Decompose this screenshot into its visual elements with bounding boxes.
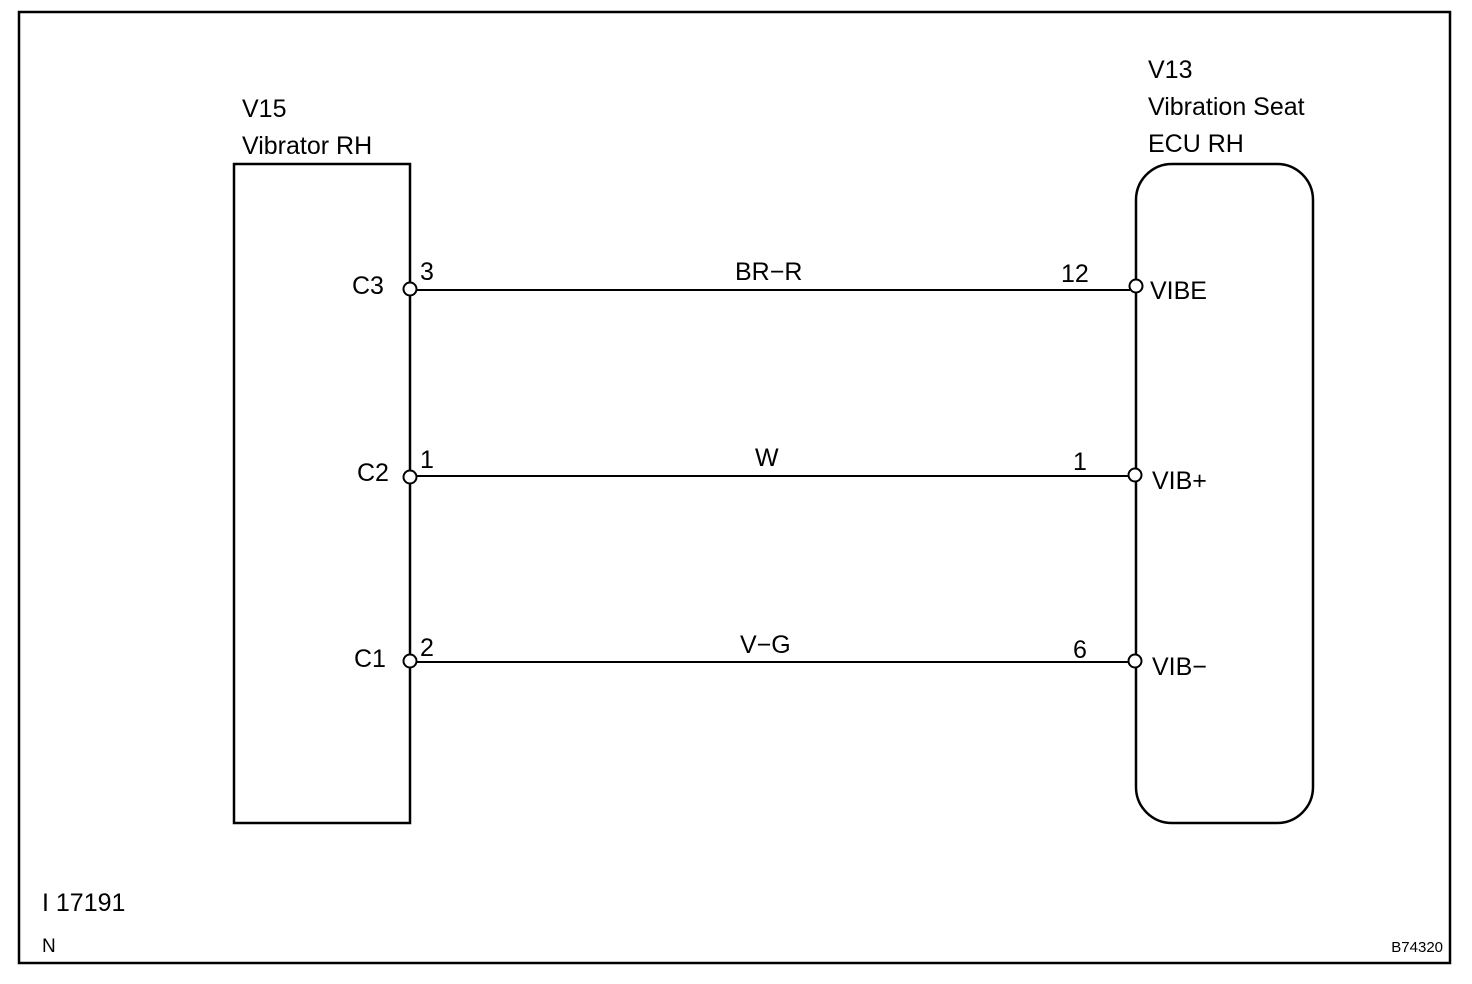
wire-w: W — [416, 444, 1129, 477]
terminal-c2-label: C2 — [357, 459, 389, 487]
pin-1-label-right: 1 — [1073, 448, 1087, 476]
vibrator-name: Vibrator RH — [242, 132, 372, 160]
connector-vibe — [1128, 278, 1144, 294]
wire-br-r: BR−R — [416, 258, 1130, 291]
terminal-c3-label: C3 — [352, 272, 384, 300]
terminal-c1-label: C1 — [354, 645, 386, 673]
ecu-body — [1134, 162, 1315, 825]
ecu-code: V13 — [1148, 56, 1192, 84]
frame-border — [17, 10, 1452, 965]
pin-12-label: 12 — [1061, 260, 1089, 288]
pin-6-label: 6 — [1073, 636, 1087, 664]
terminal-vib-minus-label: VIB− — [1152, 653, 1207, 681]
figure-ref: B74320 — [1391, 939, 1443, 956]
terminal-vibe-label: VIBE — [1150, 277, 1207, 305]
wire-br-r-label: BR−R — [735, 258, 802, 286]
pin-1-label-left: 1 — [420, 446, 434, 474]
wire-v-g-label: V−G — [740, 631, 791, 659]
wire-w-label: W — [755, 444, 779, 472]
connector-c1 — [402, 653, 418, 669]
component-vibration-seat-ecu-rh: V13 Vibration Seat ECU RH VIBE VIB+ VIB−… — [1061, 56, 1315, 825]
pin-2-label: 2 — [420, 634, 434, 662]
connector-vib-plus — [1127, 467, 1143, 483]
ecu-name-line2: ECU RH — [1148, 130, 1244, 158]
connector-c2 — [402, 469, 418, 485]
pin-3-label: 3 — [420, 258, 434, 286]
connector-c3 — [402, 281, 418, 297]
ecu-name-line1: Vibration Seat — [1148, 93, 1305, 121]
vibrator-body — [232, 162, 412, 825]
terminal-vib-plus-label: VIB+ — [1152, 467, 1207, 495]
wire-v-g: V−G — [416, 631, 1129, 663]
vibrator-code: V15 — [242, 95, 286, 123]
figure-mark: N — [42, 936, 56, 957]
connector-vib-minus — [1127, 653, 1143, 669]
figure-id: I 17191 — [42, 889, 125, 917]
component-vibrator-rh: V15 Vibrator RH C3 C2 C1 3 1 2 — [232, 95, 434, 825]
